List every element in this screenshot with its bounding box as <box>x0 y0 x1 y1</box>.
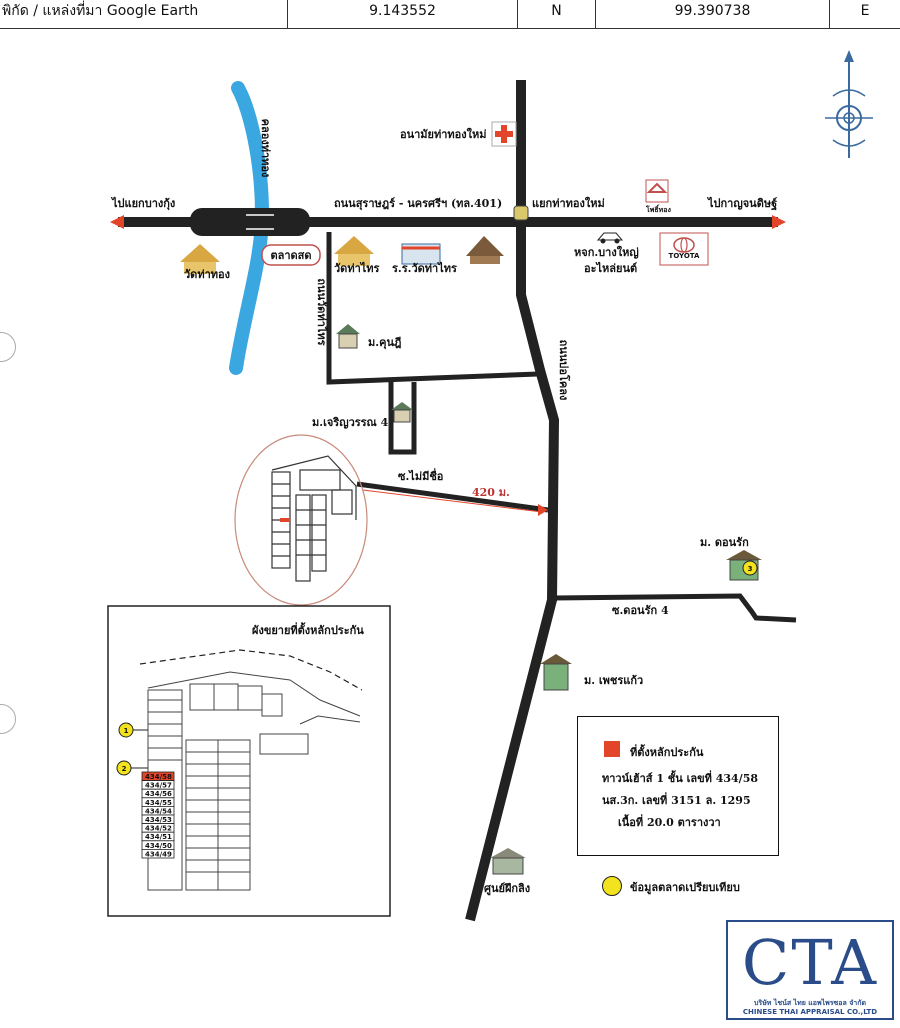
house-icon <box>391 402 413 423</box>
bo-khlong-road <box>465 80 560 922</box>
comparable-marker-1-label: 1 <box>124 727 129 735</box>
inset-plan: ผังขยายที่ตั้งหลักประกัน 1 <box>107 605 391 917</box>
legend-box: ที่ตั้งหลักประกัน ทาวน์เฮ้าส์ 1 ชั้น เลข… <box>577 716 779 856</box>
company-logo: CTA บริษัท ไชน์ส ไทย แอพไพรซอล จำกัด CHI… <box>726 920 894 1020</box>
toyota-logo <box>659 232 709 266</box>
comparable-marker-2-label: 2 <box>122 765 127 773</box>
parts-shop-label-1: หจก.บางใหญ่ <box>574 245 639 259</box>
project-layout-small <box>271 455 357 582</box>
charoen-lane <box>388 382 417 455</box>
legend-line-2: นส.3ก. เลขที่ 3151 ล. 1295 <box>602 794 751 807</box>
logo-letters: CTA <box>741 926 879 999</box>
car-icon <box>596 232 624 244</box>
parts-shop-label-2: อะไหล่ยนต์ <box>584 261 637 275</box>
market-label: ตลาดสด <box>270 249 311 262</box>
village-phet-label: ม. เพชรแก้ว <box>584 674 643 687</box>
market-label-box: ตลาดสด <box>261 244 321 266</box>
training-center-label: ศูนย์ฝึกลิง <box>484 882 530 896</box>
health-center-label: อนามัยท่าทองใหม่ <box>400 127 487 141</box>
latitude-direction: N <box>518 0 596 28</box>
main-road-label: ถนนสุราษฎร์ - นครศรีฯ (ทล.401) <box>334 197 502 211</box>
intersection-label: แยกท่าทองใหม่ <box>532 196 605 210</box>
longitude-direction: E <box>860 3 870 19</box>
comparable-marker-3 <box>742 560 758 576</box>
unit-label: 434/51 <box>145 833 172 841</box>
house-icon <box>540 654 572 691</box>
to-kanchanadit-label: ไปกาญจนดิษฐ์ <box>706 196 777 211</box>
village-donrak-label: ม. ดอนรัก <box>700 536 749 549</box>
road-wat-tha-sai-label: ถนนวัดท่าไทร <box>315 278 329 345</box>
health-center-icon <box>491 121 517 147</box>
road-bo-khlong-label: ถนนบ่อโคลง <box>557 340 571 401</box>
village-khunni-label: ม.คุนฎี <box>368 336 401 350</box>
legend-line-3: เนื้อที่ 20.0 ตารางวา <box>618 816 721 829</box>
temple-icon <box>334 236 374 266</box>
unit-label: 434/58 <box>145 773 172 781</box>
village-charoen-label: ม.เจริญวรรณ 4 <box>312 416 389 429</box>
soi-donrak-label: ซ.ดอนรัก 4 <box>612 604 669 617</box>
soi-no-name-label: ซ.ไม่มีชื่อ <box>398 468 443 483</box>
longitude-value: 99.390738 <box>596 0 830 28</box>
shop-icon <box>645 179 669 203</box>
distance-label: 420 ม. <box>472 486 510 499</box>
arrow-west-icon <box>110 215 124 229</box>
soi-no-name <box>356 481 549 513</box>
north-arrow-icon <box>825 50 873 158</box>
distance-arrow-icon <box>538 504 548 516</box>
wat-tha-sai-road <box>326 232 539 385</box>
school-icon <box>401 243 441 265</box>
subject-swatch <box>604 741 620 757</box>
highway-bridge-section <box>190 208 310 236</box>
inset-title: ผังขยายที่ตั้งหลักประกัน <box>252 622 364 637</box>
logo-english-name: CHINESE THAI APPRAISAL CO.,LTD <box>742 1008 878 1016</box>
unit-label: 434/57 <box>145 782 172 790</box>
unit-label: 434/55 <box>145 799 172 807</box>
comparable-swatch <box>602 876 622 896</box>
unit-label: 434/49 <box>145 850 172 858</box>
soi-donrak <box>553 593 797 623</box>
traffic-light-icon <box>513 205 529 221</box>
latitude-value: 9.143552 <box>288 0 518 28</box>
building-icon <box>466 236 504 264</box>
to-bangkung-label: ไปแยกบางกุ้ง <box>110 196 175 211</box>
unit-label: 434/56 <box>145 790 172 798</box>
arrow-east-icon <box>772 215 786 229</box>
distance-line <box>362 489 543 513</box>
school-label: ร.ร.วัดท่าไทร <box>392 261 457 275</box>
wat-tha-sai-label: วัดท่าไทร <box>334 261 380 275</box>
coordinate-header: พิกัด / แหล่งที่มา Google Earth 9.143552… <box>0 0 900 29</box>
toyota-label: TOYOTA <box>669 252 700 260</box>
unit-label: 434/50 <box>145 842 172 850</box>
house-icon <box>490 848 526 875</box>
unit-label: 434/53 <box>145 816 172 824</box>
project-highlight-circle <box>234 434 368 606</box>
legend-subject-title: ที่ตั้งหลักประกัน <box>630 746 704 759</box>
legend-line-1: ทาวน์เฮ้าส์ 1 ชั้น เลขที่ 434/58 <box>602 772 759 785</box>
unit-label: 434/52 <box>145 825 172 833</box>
logo-thai-name: บริษัท ไชน์ส ไทย แอพไพรซอล จำกัด <box>753 999 867 1007</box>
house-icon <box>336 324 360 349</box>
unit-label: 434/54 <box>145 807 172 815</box>
temple-icon <box>180 244 220 274</box>
khlong-label: คลองท่าทอง <box>259 119 272 178</box>
legend-comparable: ข้อมูลตลาดเปรียบเทียบ <box>630 881 740 894</box>
subject-marker-small <box>280 518 290 522</box>
comparable-marker-3-label: 3 <box>748 565 753 573</box>
wat-tha-thong-label: วัดท่าทอง <box>184 268 230 281</box>
shop-small-label: โพธิ์ทอง <box>645 204 671 214</box>
unit-cell <box>141 849 175 859</box>
coordinate-source-label: พิกัด / แหล่งที่มา Google Earth <box>0 0 288 28</box>
